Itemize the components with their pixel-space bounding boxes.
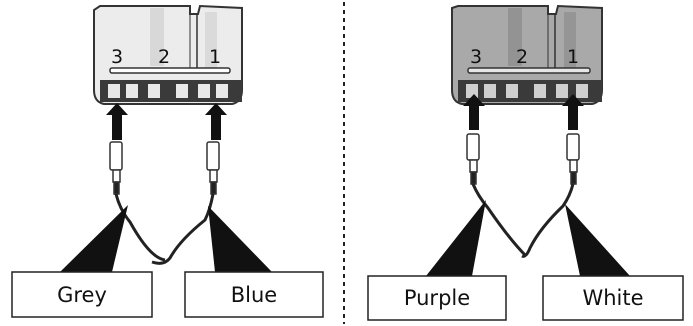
housing-shade [508,8,522,66]
terminal-icon [109,141,123,195]
wire [151,193,215,265]
pin-number-1: 1 [209,46,221,68]
sockets [466,84,588,98]
wire-label-box [184,271,324,318]
socket [576,84,588,98]
socket [126,84,138,98]
housing-shade [564,12,576,68]
callout-wedge [60,205,128,272]
pin-number-1: 1 [567,46,579,68]
insert-arrow-icon [562,94,584,130]
pin-number-2: 2 [516,46,528,68]
wire-label-box [367,275,507,321]
wire [521,183,575,258]
socket [108,84,120,98]
right-panel: 3 2 1 Purple White [367,4,684,321]
terminal-icon [566,133,580,185]
housing-shade [150,8,164,66]
pin-number-3: 3 [470,46,482,68]
insert-arrow-icon [106,103,128,140]
wire-label-box [542,275,684,321]
pin-rail [467,67,591,74]
wire-label-grey: Grey [57,283,107,307]
socket [484,84,496,98]
left-panel: 3 2 1 Grey Blue [11,4,324,318]
terminal-icon [466,133,480,185]
callout-wedge [426,200,486,276]
insert-arrow-icon [463,94,485,130]
socket [556,84,568,98]
wire-label-white: White [582,286,643,310]
wire-label-box [11,271,153,318]
wire [471,183,528,258]
socket [216,84,228,98]
socket [534,84,546,98]
pin-rail [109,67,231,74]
callout-wedge [208,206,272,272]
pin-number-2: 2 [158,46,170,68]
wire [114,193,166,262]
socket [198,84,210,98]
connector-housing: 3 2 1 [451,4,603,105]
callout-wedge [565,204,630,276]
wire-label-blue: Blue [231,283,277,307]
socket [176,84,188,98]
socket [506,84,518,98]
insert-arrow-icon [205,103,227,140]
housing-shade [205,12,217,68]
pin-number-3: 3 [111,46,123,68]
connector-housing: 3 2 1 [93,4,243,105]
sockets [108,84,228,98]
terminal-icon [206,141,220,195]
wire-label-purple: Purple [404,286,470,310]
socket [148,84,160,98]
socket [466,84,478,98]
